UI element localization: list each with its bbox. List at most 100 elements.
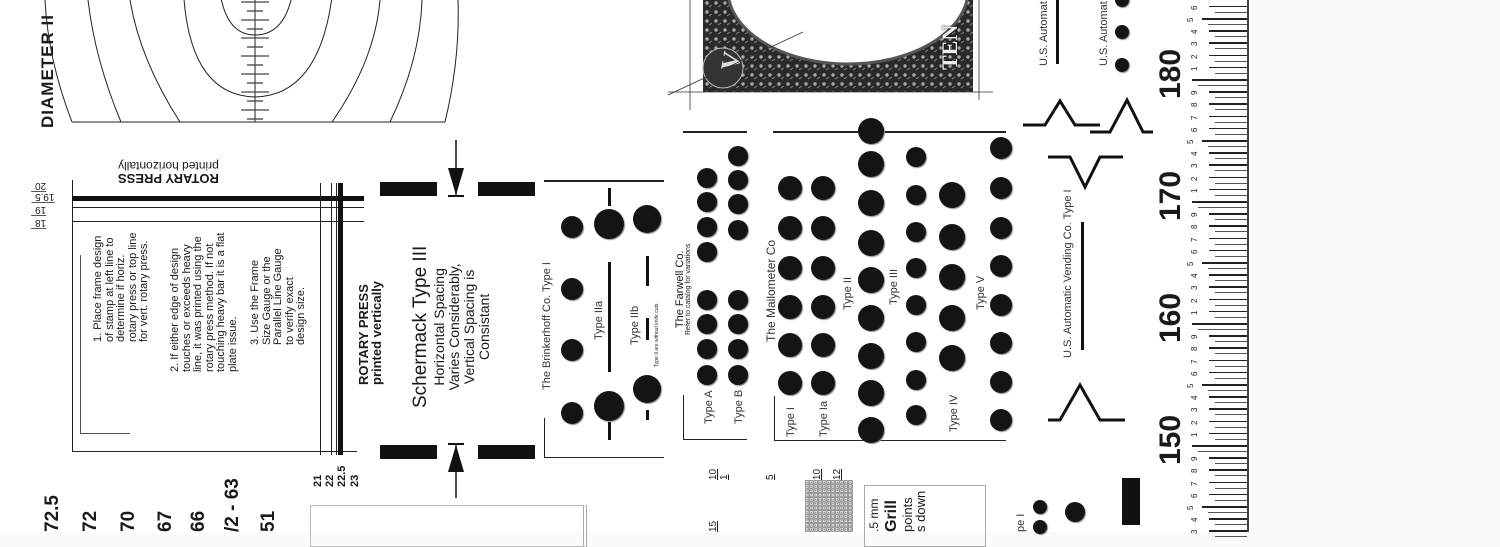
v-line-label: 22.5 <box>336 465 348 487</box>
ruler-half-tick <box>1215 402 1247 404</box>
ruler-half-tick <box>1198 207 1247 208</box>
us-vending-top-label-2: U.S. Automat <box>1098 1 1110 66</box>
ruler-minor-label: 8 <box>1190 346 1199 352</box>
ruler-minor-label: 4 <box>1190 29 1199 35</box>
ruler-tick <box>1202 384 1247 386</box>
ruler-tick <box>1209 347 1247 349</box>
ruler-half-tick <box>1198 85 1247 86</box>
scale-number: 67 <box>155 510 176 532</box>
hole-dot <box>990 255 1012 277</box>
farwell-type-b: Type B <box>733 389 745 424</box>
instruction-item: 3. Use the Frame Size Gauge or the Paral… <box>249 248 307 345</box>
ruler-half-tick <box>1215 255 1247 257</box>
ruler-minor-label: 8 <box>1190 224 1199 230</box>
hole-dot <box>561 278 583 300</box>
ruler-tick <box>1209 396 1247 398</box>
hole-dot <box>939 224 965 250</box>
mailometer-type-label: Type IV <box>948 394 960 432</box>
hole-dot <box>906 332 926 352</box>
ruler-half-tick <box>1215 499 1247 501</box>
hole-dot <box>811 333 835 357</box>
grill-dot-grid <box>805 480 853 532</box>
brinkerhoff-title: The Brinkerhoff Co. Type I <box>541 262 553 390</box>
ruler-tick <box>1209 359 1247 362</box>
hole-dot <box>1115 58 1129 72</box>
ruler-minor-label: 4 <box>1190 395 1199 401</box>
ruler-half-tick <box>1215 353 1247 355</box>
hole-dot <box>858 417 884 443</box>
ruler-tick <box>1209 518 1247 520</box>
hole-dot <box>939 264 965 290</box>
ruler-minor-label: 3 <box>1190 41 1199 47</box>
schermack-bar <box>380 445 437 459</box>
hole-dot <box>778 371 802 395</box>
schermack-label: Schermack Type III Horizontal Spacing Va… <box>410 246 492 408</box>
h-line-label: 19 <box>31 204 47 216</box>
ruler-minor-label: 6 <box>1190 493 1199 498</box>
ruler-minor-label: 9 <box>1190 334 1199 340</box>
brinkerhoff-top-line <box>544 180 664 182</box>
ruler-minor-label: 5 <box>1186 17 1195 22</box>
ruler-half-tick <box>1215 48 1247 50</box>
hole-dot <box>858 305 884 331</box>
ruler-minor-label: 5 <box>1186 139 1195 144</box>
hole-dot <box>990 137 1012 159</box>
ruler-minor-label: 9 <box>1190 456 1199 462</box>
hole-dot <box>1115 0 1129 7</box>
hole-dot <box>728 146 748 166</box>
vending-perforation-markers <box>1023 96 1153 422</box>
hole-dot <box>728 194 748 214</box>
heavy-horizontal-bar <box>72 196 364 201</box>
hole-dot <box>697 365 717 385</box>
schermack-line: Varies Considerably, <box>446 263 462 391</box>
v-line-label: 23 <box>349 474 361 487</box>
stamp-denomination: TEN <box>937 24 962 70</box>
ruler-minor-label: 7 <box>1190 115 1199 120</box>
schermack-bar <box>478 182 535 196</box>
ruler-half-tick <box>1215 231 1247 233</box>
ruler-minor-label: 8 <box>1190 102 1199 108</box>
hole-dot <box>990 371 1012 393</box>
hole-dot <box>1065 502 1085 522</box>
ruler-minor-label: 3 <box>1190 529 1199 535</box>
ruler-half-tick <box>1208 512 1247 513</box>
ruler-tick <box>1192 79 1247 81</box>
scale-number: 66 <box>188 510 209 532</box>
ruler-half-tick <box>1215 365 1247 367</box>
hole-dot <box>990 217 1012 239</box>
brinkerhoff-corner <box>544 418 545 458</box>
ruler-minor-label: 5 <box>1186 261 1195 266</box>
ruler-tick <box>1192 201 1247 203</box>
grill-scale-label: 10 <box>708 468 719 480</box>
hole-dot <box>811 256 835 280</box>
ruler-half-tick <box>1215 304 1247 306</box>
ruler-half-tick <box>1215 426 1247 428</box>
ruler-half-tick <box>1215 438 1247 440</box>
ruler-half-tick <box>1208 390 1247 391</box>
ruler-major-label: 160 <box>1154 292 1187 343</box>
ruler-minor-label: 5 <box>1186 505 1195 510</box>
ruler-minor-label: 8 <box>1190 468 1199 474</box>
hole-dot <box>906 222 926 242</box>
ruler-tick <box>1209 225 1247 227</box>
vending-bar <box>1081 222 1084 350</box>
ruler-minor-label: 6 <box>1190 5 1199 10</box>
hole-dot <box>1033 500 1047 514</box>
hole-dot <box>778 176 802 200</box>
hole-dot <box>697 339 717 359</box>
hole-dot <box>811 295 835 319</box>
mailometer-type-label: Type V <box>975 275 987 310</box>
brinkerhoff-note: Type II are without knife cuts <box>654 303 660 367</box>
ruler-tick <box>1209 42 1247 44</box>
hole-dot <box>728 365 748 385</box>
line-21 <box>320 183 321 455</box>
ruler-tick <box>1209 5 1247 8</box>
rotary-vertical-subtitle: printed vertically <box>369 280 384 385</box>
mailometer-top-line <box>773 131 1006 133</box>
ruler-minor-label: 7 <box>1190 481 1199 486</box>
ruler-edge <box>1247 0 1249 532</box>
ruler-tick <box>1202 18 1247 20</box>
hole-dot <box>728 314 748 334</box>
hole-dot <box>728 220 748 240</box>
hole-dot <box>697 242 717 262</box>
